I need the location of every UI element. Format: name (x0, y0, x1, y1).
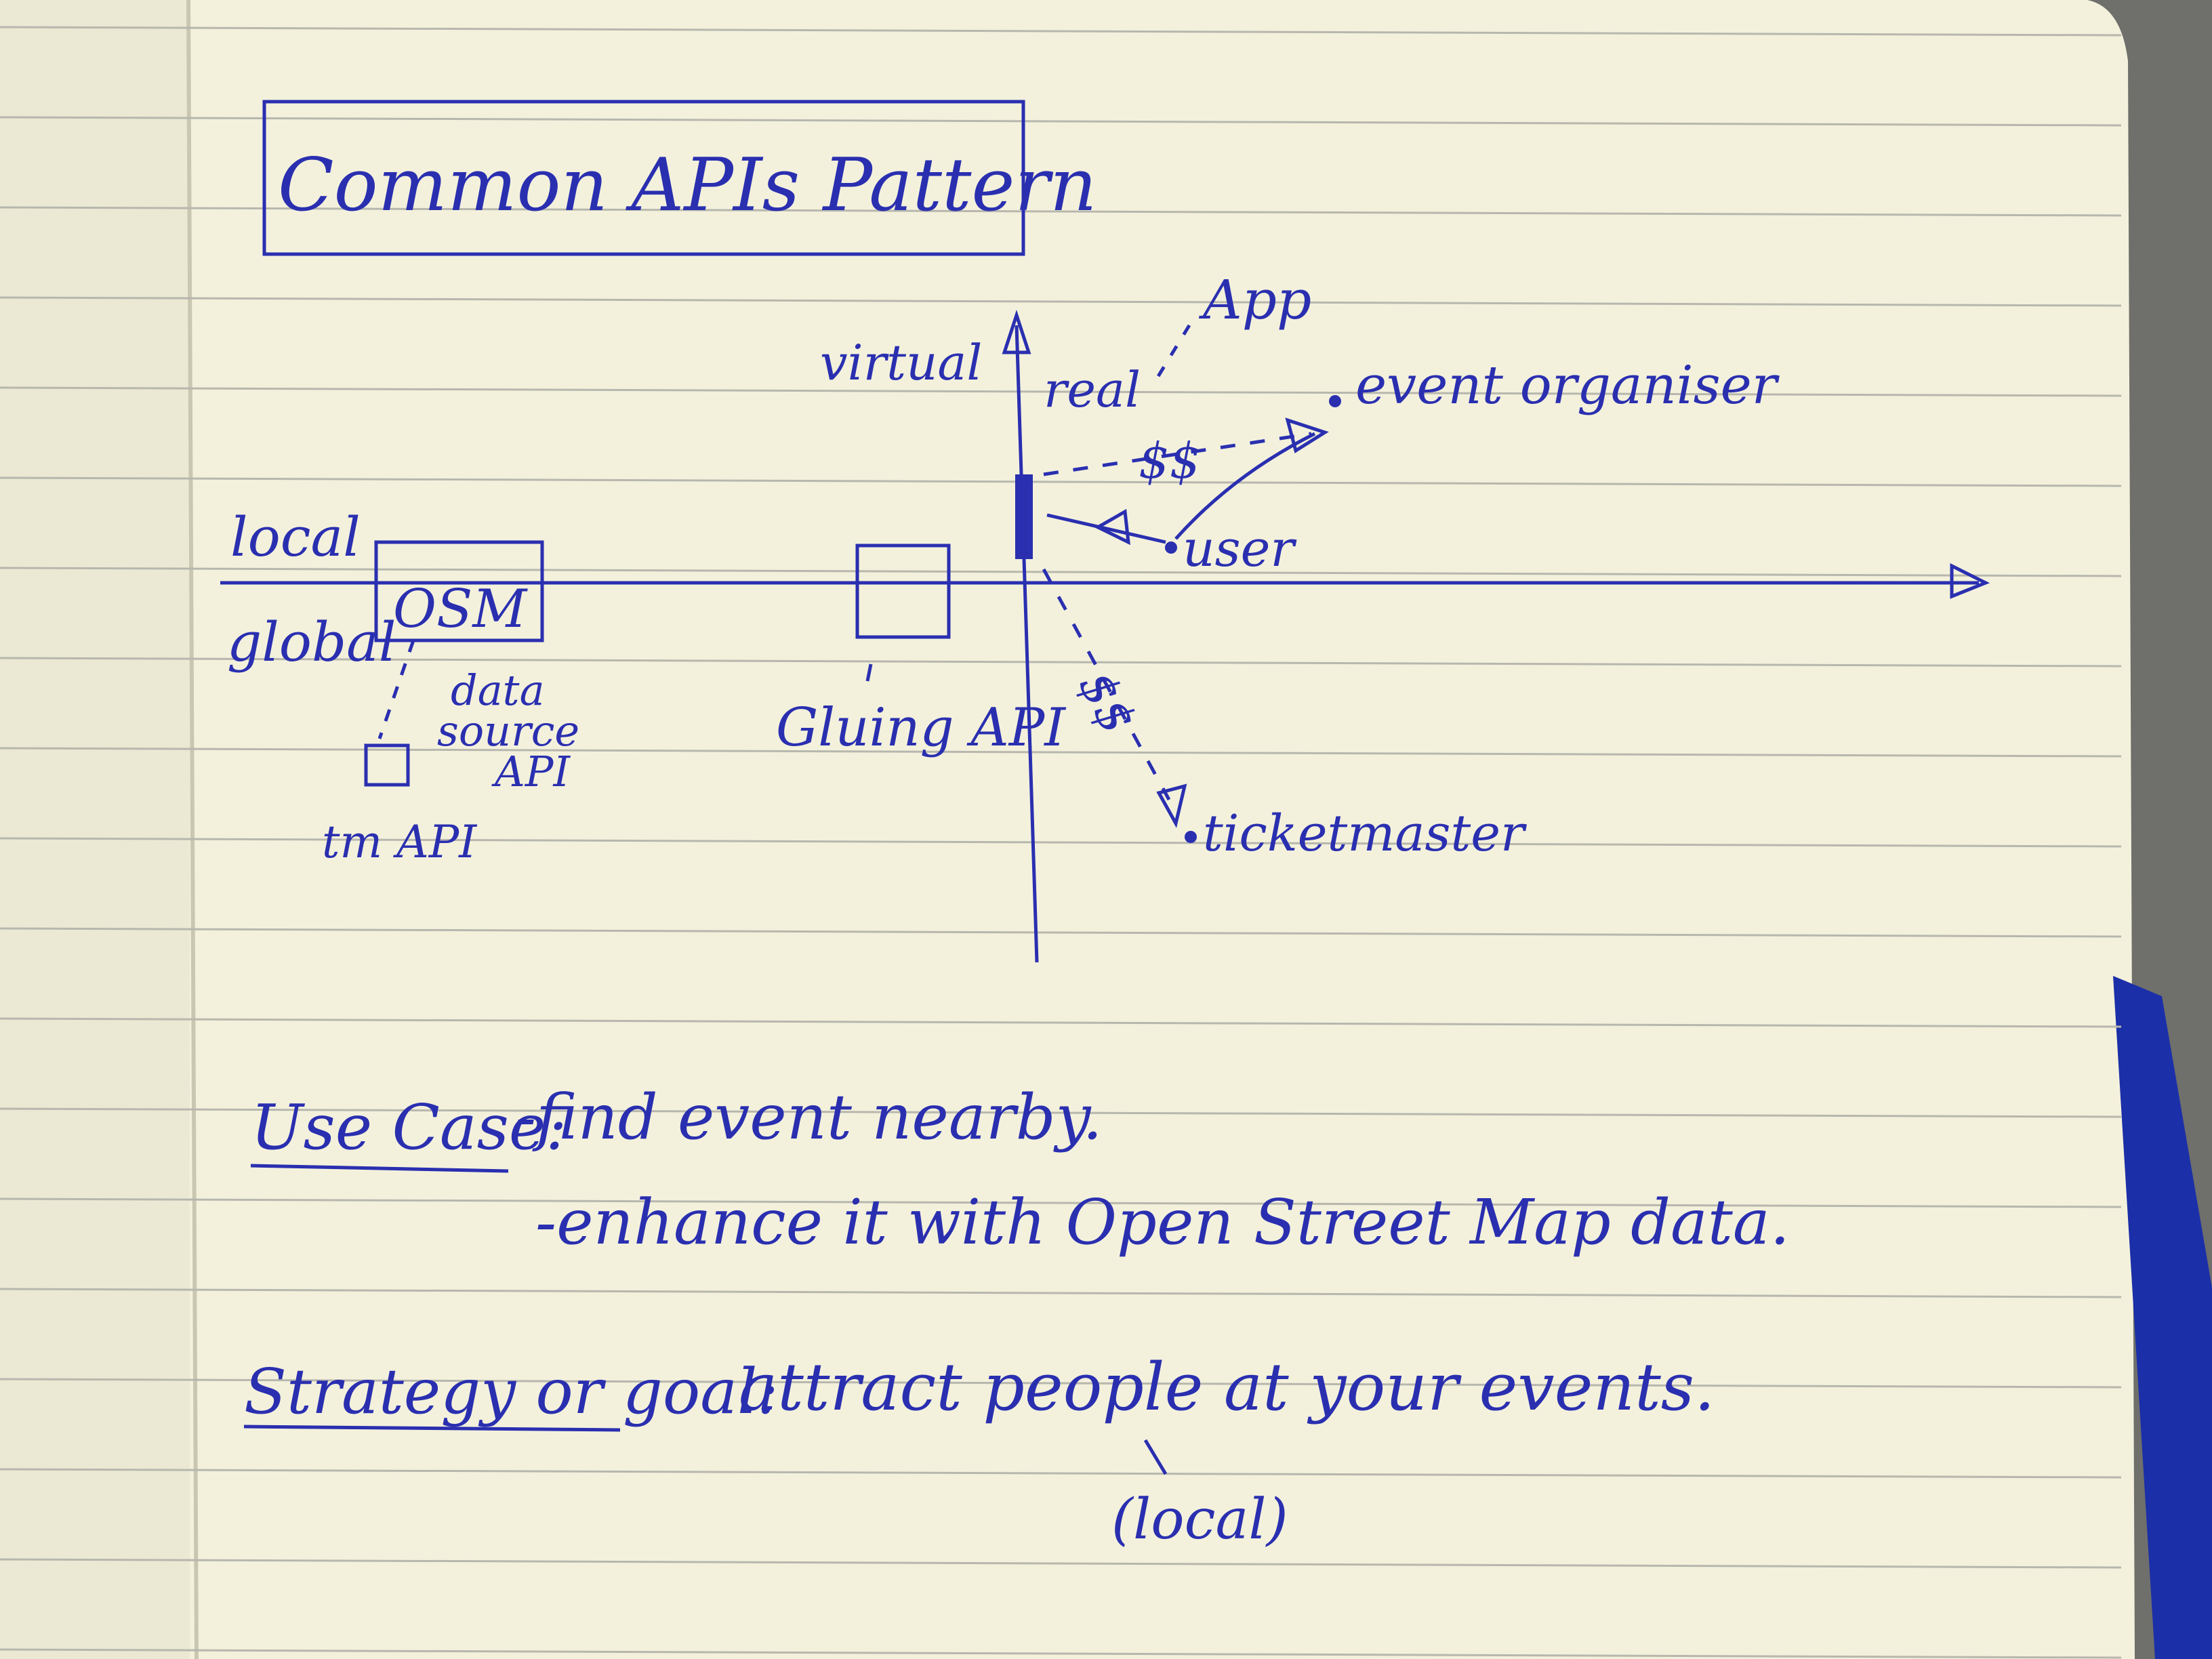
ruled-line (0, 26, 2122, 37)
app-node (1015, 474, 1033, 559)
ruled-line (0, 1558, 2122, 1569)
ruled-line (0, 657, 2122, 668)
app-label-connector (1150, 324, 1191, 388)
strategy-aside: (local) (1111, 1488, 1288, 1552)
ruled-line (0, 837, 2122, 848)
ruled-line (0, 206, 2122, 217)
ruled-line (0, 386, 2122, 397)
money-label-organiser: $$ (1139, 432, 1201, 489)
use-case-label: Use Case: (251, 1091, 567, 1164)
osm-box (374, 540, 544, 642)
ruled-line (0, 1107, 2122, 1118)
axis-label-virtual: virtual (820, 334, 982, 391)
ruled-line (0, 567, 2122, 577)
strategy-underline (243, 1425, 621, 1432)
notebook-gutter (0, 0, 190, 1659)
ruled-lines (0, 26, 2122, 1659)
page-title: Common APIs Pattern (278, 143, 1097, 228)
ruled-line (0, 1017, 2122, 1028)
data-source-label-line2: source (437, 706, 579, 756)
use-case-line1: -find event nearby. (515, 1081, 1103, 1153)
ruled-line (0, 476, 2122, 487)
ruled-line (0, 116, 2122, 127)
ruled-line (0, 1197, 2122, 1208)
event-organiser-dot (1329, 395, 1341, 407)
axis-label-local: local (230, 506, 361, 569)
data-source-label-line1: data (451, 665, 545, 715)
strategy-text: attract people at your events. (739, 1349, 1715, 1425)
ruled-line (0, 1288, 2122, 1298)
notebook-page (0, 0, 2135, 1659)
user-to-app-arrow (1046, 508, 1166, 546)
ticketmaster-dot (1185, 831, 1197, 843)
vertical-axis (1002, 309, 1039, 963)
ruled-line (0, 1468, 2122, 1479)
ruled-line (0, 1378, 2122, 1389)
event-organiser-label: event organiser (1355, 355, 1780, 416)
use-case-line2: -enhance it with Open Street Map data. (535, 1186, 1790, 1258)
use-case-underline (250, 1164, 509, 1173)
axis-label-real: real (1044, 361, 1141, 418)
bookmark-ribbon (2113, 976, 2212, 1659)
app-to-ticketmaster-money-arrow (1042, 568, 1187, 828)
ruled-line (0, 296, 2122, 307)
horizontal-axis (220, 562, 1990, 599)
user-to-organiser-arrow (1174, 432, 1316, 540)
tm-api-box (364, 743, 410, 787)
axis-label-global: global (227, 611, 396, 674)
ruled-line (0, 927, 2122, 938)
ruled-line (0, 747, 2122, 758)
title-box (262, 100, 1025, 256)
gluing-api-box (855, 544, 951, 639)
strategy-label: Strategy or goal: (244, 1355, 779, 1428)
ruled-line (0, 1648, 2122, 1659)
app-label: App (1198, 268, 1311, 331)
gluing-api-label: Gluing API (776, 697, 1067, 758)
osm-to-tm-connector (377, 640, 415, 739)
osm-label: OSM (393, 579, 528, 640)
ticketmaster-label: ticketmaster (1203, 804, 1528, 863)
tm-api-label: tm API (322, 816, 478, 868)
user-label: user (1183, 520, 1297, 578)
gluing-api-connector (865, 663, 873, 682)
strategy-aside-pointer (1143, 1439, 1168, 1475)
app-to-organiser-money-arrow (1043, 417, 1329, 476)
notebook-spine (186, 0, 199, 1659)
user-dot (1165, 541, 1177, 554)
data-source-label-line3: API (491, 747, 571, 796)
